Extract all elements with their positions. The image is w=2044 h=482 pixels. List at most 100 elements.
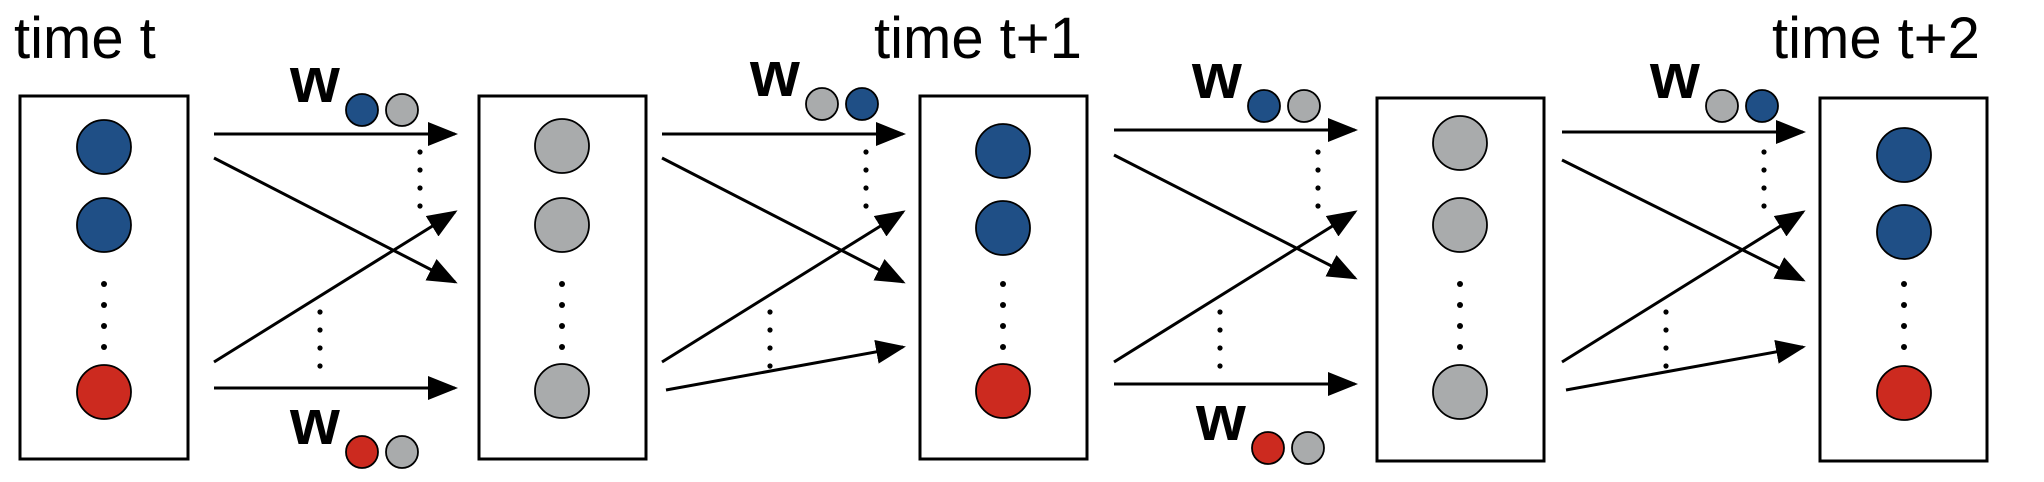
ellipsis-dot [1761,149,1767,155]
neuron-gray [1432,364,1488,420]
neuron-blue [975,200,1031,256]
ellipsis-dot [1901,323,1907,329]
neuron-blue [76,197,132,253]
ellipsis-dot [767,327,773,333]
ellipsis-dot [417,203,423,209]
neuron-blue [76,119,132,175]
ellipsis-dot [1457,323,1463,329]
ellipsis-dot [1000,344,1006,350]
ellipsis-dot [767,345,773,351]
weight-neuron-blue [845,87,879,121]
ellipsis-dot [1217,309,1223,315]
neuron-red [975,363,1031,419]
neuron-blue [1876,204,1932,260]
ellipsis-dot [317,345,323,351]
ellipsis-dot [101,281,107,287]
arrow-bottom [1565,340,1806,392]
ellipsis-dot [1315,203,1321,209]
weight-neuron-blue [1247,89,1281,123]
ellipsis-dot [1000,323,1006,329]
weight-bottom-1: w [289,386,419,469]
connections-2 [661,122,906,392]
ellipsis-dot [101,302,107,308]
ellipsis-dot [1457,281,1463,287]
ellipsis-dot [1901,281,1907,287]
weight-top-1: w [289,44,419,127]
time-t2-label: time t+2 [1772,6,1980,71]
neuron-gray [534,363,590,419]
arrow-cross-up [661,210,906,364]
ellipsis-dot [559,323,565,329]
ellipsis-dot [1663,327,1669,333]
ellipsis-dot [863,203,869,209]
connections-group [213,118,1806,400]
layer-1 [18,94,190,461]
arrow-cross-up [1113,210,1358,364]
ellipsis-dot [863,185,869,191]
neuron-blue [1876,127,1932,183]
ellipsis-dot [1217,363,1223,369]
ellipsis-dot [1901,344,1907,350]
neuron-blue [975,123,1031,179]
neuron-red [76,364,132,420]
weight-w-label: w [289,386,340,458]
weight-neuron-gray [1705,89,1739,123]
connections-4 [1561,120,1806,392]
weight-w-label: w [1191,40,1242,112]
weight-neuron-gray [385,435,419,469]
arrow-cross-down [661,156,906,284]
ellipsis-dot [417,185,423,191]
layer-3 [918,94,1089,461]
ellipsis-dot [1000,281,1006,287]
ellipsis-dot [417,167,423,173]
ellipsis-dot [1663,363,1669,369]
arrow-bottom [665,340,906,392]
ellipsis-dot [1457,344,1463,350]
ellipsis-dot [1000,302,1006,308]
neuron-gray [1432,115,1488,171]
ellipsis-dot [767,309,773,315]
arrow-cross-up [1561,210,1806,364]
ellipsis-dot [863,149,869,155]
weight-top-2: w [749,38,879,121]
ellipsis-dot [1217,327,1223,333]
ellipsis-dot [1315,167,1321,173]
ellipsis-dot [101,323,107,329]
layer-4 [1375,96,1546,463]
ellipsis-dot [1761,185,1767,191]
ellipsis-dot [1315,185,1321,191]
layers-group [18,94,1989,463]
ellipsis-dot [1761,203,1767,209]
neuron-gray [534,197,590,253]
ellipsis-dot [559,302,565,308]
ellipsis-dot [863,167,869,173]
arrow-cross-down [213,156,458,284]
ellipsis-dot [317,327,323,333]
weight-neuron-blue [345,93,379,127]
arrow-cross-down [1561,158,1806,282]
layer-2 [477,94,648,461]
neuron-gray [1432,197,1488,253]
weight-neuron-gray [385,93,419,127]
weight-neuron-gray [1287,89,1321,123]
weight-neuron-gray [1291,431,1325,465]
ellipsis-dot [317,363,323,369]
time-t1-label: time t+1 [874,6,1082,71]
ellipsis-dot [1901,302,1907,308]
connections-3 [1113,118,1358,396]
ellipsis-dot [1315,149,1321,155]
weight-neuron-red [345,435,379,469]
weight-neuron-gray [805,87,839,121]
ellipsis-dot [1761,167,1767,173]
ellipsis-dot [101,344,107,350]
ellipsis-dot [559,281,565,287]
weight-top-3: w [1191,40,1321,123]
layer-5 [1818,96,1989,463]
weight-w-label: w [289,44,340,116]
weight-bottom-3: w [1195,382,1325,465]
ellipsis-dot [1457,302,1463,308]
time-t-label: time t [14,6,156,71]
arrow-cross-down [1113,153,1358,280]
ellipsis-dot [767,363,773,369]
